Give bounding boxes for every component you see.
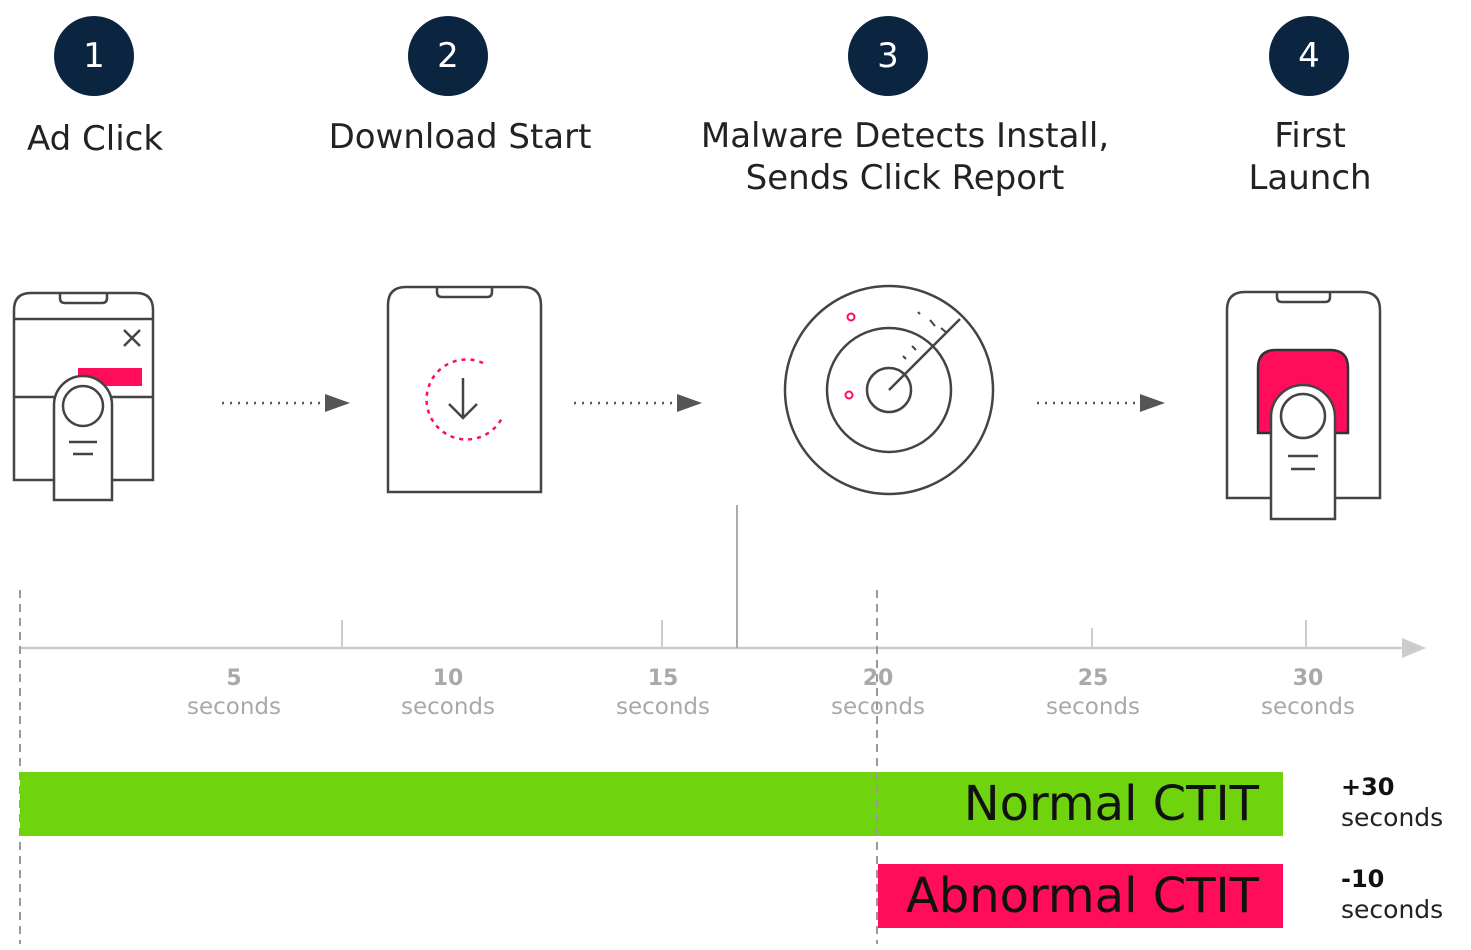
- tick-unit: seconds: [186, 694, 281, 720]
- abnormal-ctit-label: Abnormal CTIT: [905, 868, 1259, 924]
- tick-label-10: 10 seconds: [378, 666, 518, 722]
- tick-label-30: 30 seconds: [1238, 666, 1378, 722]
- normal-ctit-bar: Normal CTIT: [20, 772, 1283, 836]
- tick-unit: seconds: [615, 694, 710, 720]
- step-4-label: First Launch: [1248, 116, 1372, 198]
- tick-label-5: 5 seconds: [164, 666, 304, 722]
- abnormal-delta-value: -10: [1341, 865, 1385, 893]
- timeline-axis: [19, 505, 1426, 944]
- abnormal-delta: -10 seconds: [1341, 864, 1443, 926]
- step-4-number: 4: [1269, 16, 1349, 96]
- arrow-2-icon: [574, 394, 702, 412]
- tick-unit: seconds: [1260, 694, 1355, 720]
- step-2-label: Download Start: [328, 117, 592, 157]
- tick-label-15: 15 seconds: [593, 666, 733, 722]
- tick-value: 30: [1292, 666, 1324, 691]
- step-1-number: 1: [54, 16, 134, 96]
- tick-value: 5: [226, 666, 242, 691]
- normal-delta: +30 seconds: [1341, 772, 1443, 834]
- normal-ctit-label: Normal CTIT: [963, 776, 1259, 832]
- step-3-label: Malware Detects Install, Sends Click Rep…: [700, 116, 1110, 198]
- arrow-3-icon: [1037, 394, 1165, 412]
- abnormal-ctit-bar: Abnormal CTIT: [878, 864, 1283, 928]
- step-2-number: 2: [408, 16, 488, 96]
- tick-value: 25: [1077, 666, 1109, 691]
- ad-click-tablet-icon: [12, 291, 155, 502]
- download-icon: [386, 285, 543, 494]
- twenty-second-marker: [876, 590, 878, 944]
- normal-delta-value: +30: [1341, 773, 1395, 801]
- normal-delta-unit: seconds: [1341, 803, 1444, 832]
- app-launch-icon: [1225, 290, 1382, 521]
- step-3-number: 3: [848, 16, 928, 96]
- abnormal-delta-unit: seconds: [1341, 895, 1444, 924]
- radar-icon: [783, 284, 995, 496]
- tick-value: 10: [432, 666, 464, 691]
- tick-unit: seconds: [400, 694, 495, 720]
- tick-value: 15: [647, 666, 679, 691]
- tick-label-25: 25 seconds: [1023, 666, 1163, 722]
- arrow-1-icon: [222, 394, 350, 412]
- step-1-label: Ad Click: [26, 119, 164, 159]
- tick-unit: seconds: [1045, 694, 1140, 720]
